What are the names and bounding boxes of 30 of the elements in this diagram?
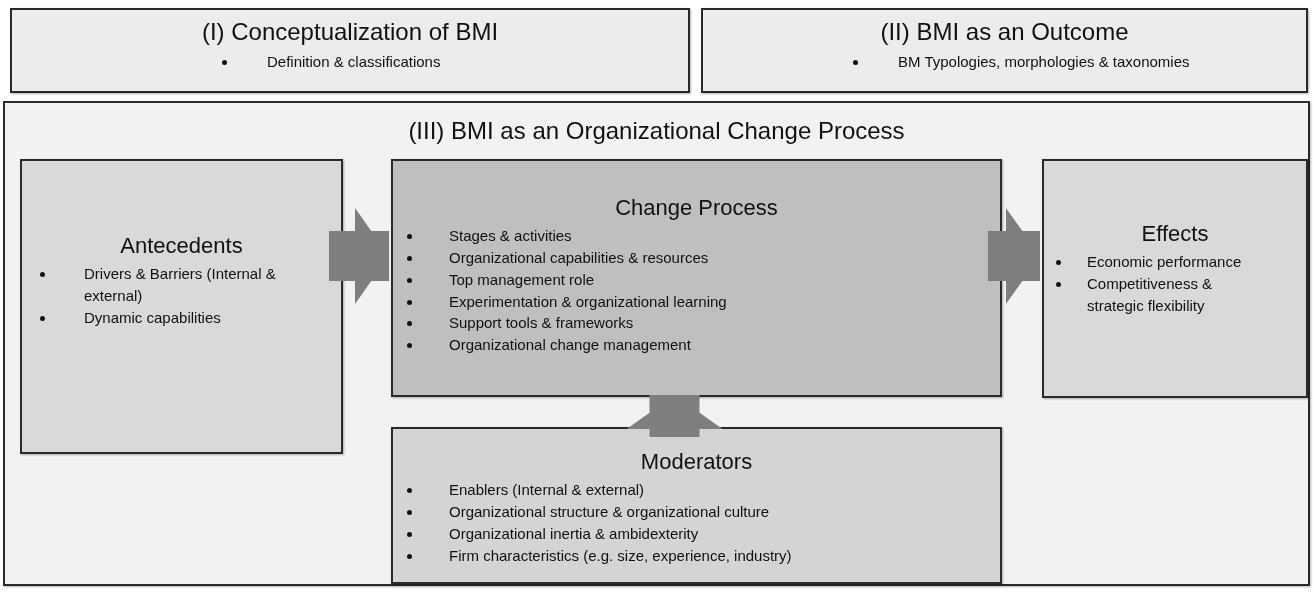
bullet-text: Definition & classifications: [267, 51, 441, 72]
bullet-text: Experimentation & organizational learning: [449, 291, 727, 312]
bullet-text: Organizational change management: [449, 335, 691, 356]
box-heading: (I) Conceptualization of BMI: [200, 18, 500, 47]
bullet-text: Organizational structure & organizational culture: [449, 502, 770, 523]
box-heading: (III) BMI as an Organizational Change Process: [407, 117, 906, 146]
box-heading: (II) BMI as an Outcome: [879, 18, 1130, 47]
bullet-text: BM Typologies, morphologies & taxonomies: [898, 51, 1190, 72]
bullet-text: Top management role: [449, 269, 595, 290]
text-box: [10, 8, 690, 93]
bullet-text: Organizational capabilities & resources: [449, 248, 709, 269]
text-box: [391, 427, 1002, 584]
bullet-text: Support tools & frameworks: [449, 313, 634, 334]
bullet-text: Firm characteristics (e.g. size, experience, industry): [449, 545, 792, 566]
bullet-text: Drivers & Barriers (Internal & external): [84, 264, 277, 307]
bullet-text: Economic performance: [1087, 252, 1243, 273]
bullet-text: Enablers (Internal & external): [449, 480, 645, 501]
bullet-text: Stages & activities: [449, 226, 572, 247]
box-heading: Effects: [1140, 221, 1210, 248]
text-box: [391, 159, 1002, 397]
bullet-text: Competitiveness & strategic flexibility: [1087, 274, 1214, 316]
text-box: [701, 8, 1308, 93]
text-box: [3, 101, 1310, 586]
text-box: [1042, 159, 1308, 398]
text-box: [20, 159, 343, 454]
box-heading: Antecedents: [119, 233, 244, 260]
bullet-text: Organizational inertia & ambidexterity: [449, 523, 699, 544]
bullet-text: Dynamic capabilities: [84, 307, 222, 328]
box-heading: Moderators: [639, 449, 754, 476]
box-heading: Change Process: [614, 195, 779, 222]
